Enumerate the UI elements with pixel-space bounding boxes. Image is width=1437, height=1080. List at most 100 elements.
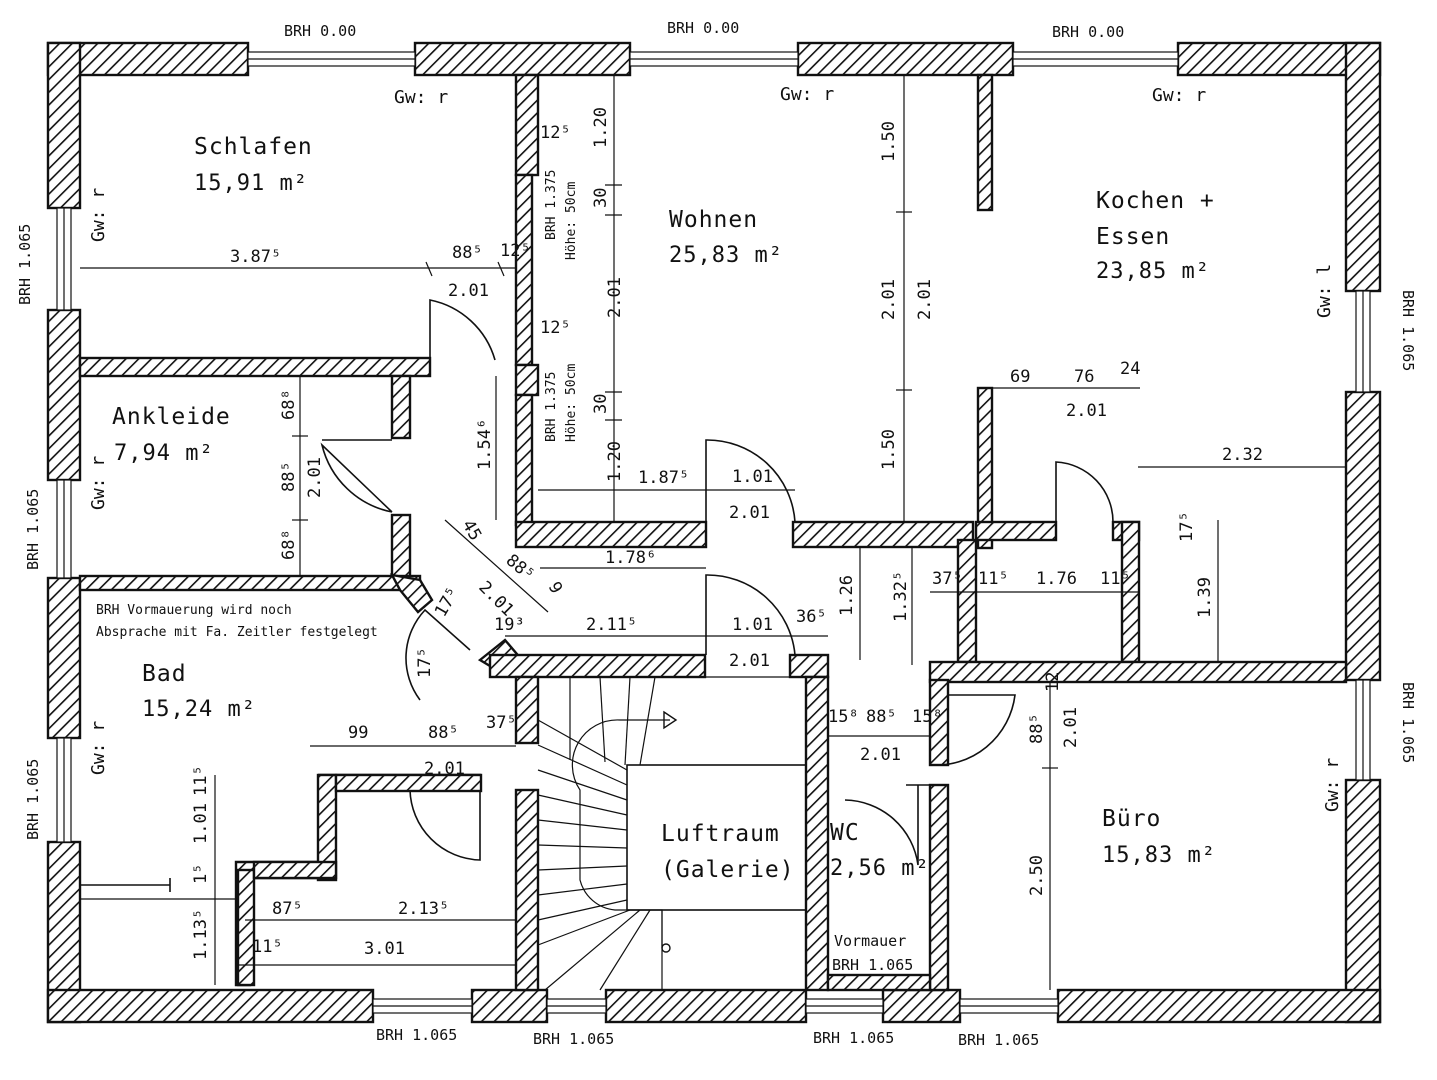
dim-label: 1.39	[1195, 577, 1215, 618]
brh-top-3: BRH 0.00	[1052, 23, 1124, 41]
room-luftraum-name: Luftraum	[661, 821, 780, 847]
dim-label: 1.01	[732, 615, 773, 635]
dim-label: 1.13⁵	[191, 909, 211, 960]
dim-label: 2.01	[729, 503, 770, 523]
dim-label: 3.87⁵	[230, 247, 281, 267]
room-schlafen-name: Schlafen	[194, 134, 313, 160]
dim-label: 88⁵	[1027, 713, 1047, 744]
wall-hoehe-note-1: Höhe: 50cm	[564, 182, 579, 260]
dim-label: 12	[1043, 672, 1063, 692]
dim-label: 2.13⁵	[398, 899, 449, 919]
gw-buero-right: Gw: r	[1322, 758, 1343, 812]
gw-ankleide-left: Gw: r	[88, 456, 109, 510]
dim-label: 1.54⁶	[475, 419, 495, 470]
room-kochen-name: Kochen +	[1096, 188, 1215, 214]
room-wc-area: 2,56 m²	[830, 856, 930, 881]
dim-label: 19³	[494, 615, 525, 635]
inner-walls	[78, 73, 1348, 992]
windows	[56, 51, 1371, 1014]
room-bad-area: 15,24 m²	[142, 697, 256, 722]
dim-label: 37⁵	[486, 713, 517, 733]
dim-label: 99	[348, 723, 368, 743]
dim-label: 2.01	[1061, 707, 1081, 748]
brh-bottom-2: BRH 1.065	[533, 1030, 614, 1048]
gw-bad-left: Gw: r	[88, 721, 109, 775]
dim-label: 76	[1074, 367, 1094, 387]
dim-label: 2.01	[424, 759, 465, 779]
room-wohnen-name: Wohnen	[669, 207, 758, 233]
dim-label: 1.01	[732, 467, 773, 487]
dim-label: 1.32⁵	[891, 571, 911, 622]
dim-label: 68⁸	[279, 389, 299, 420]
dim-label: 2.01	[879, 279, 899, 320]
brh-left-1: BRH 1.065	[16, 224, 34, 305]
dim-label: 1.20	[605, 441, 625, 482]
room-ankleide-name: Ankleide	[112, 404, 231, 430]
wall-brh-note-1: BRH 1.375	[544, 170, 559, 240]
brh-bottom-3: BRH 1.065	[813, 1029, 894, 1047]
dim-label: 2.01	[860, 745, 901, 765]
dim-label: 2.01	[915, 279, 935, 320]
dim-label: 87⁵	[272, 899, 303, 919]
gw-wohnen-top: Gw: r	[780, 84, 834, 105]
dim-label: 36⁵	[796, 607, 827, 627]
dim-label: 1.87⁵	[638, 468, 689, 488]
dim-label: 1.50	[879, 429, 899, 470]
brh-bottom-1: BRH 1.065	[376, 1026, 457, 1044]
dim-label: 69	[1010, 367, 1030, 387]
dim-label: 68⁸	[279, 529, 299, 560]
dim-label: 1⁵	[191, 864, 211, 884]
bad-note-line2: Absprache mit Fa. Zeitler festgelegt	[96, 625, 378, 640]
dim-label: 11⁵	[191, 765, 211, 796]
dim-label: 88⁵	[452, 243, 483, 263]
room-galerie-name: (Galerie)	[661, 857, 795, 883]
dim-label: 12⁵	[540, 123, 571, 143]
brh-right-2: BRH 1.065	[1399, 682, 1417, 763]
room-ankleide-area: 7,94 m²	[114, 441, 214, 466]
dim-label: 12⁵	[500, 241, 531, 261]
dim-label: 17⁵	[415, 647, 435, 678]
brh-left-2: BRH 1.065	[24, 489, 42, 570]
room-bad-name: Bad	[142, 661, 187, 687]
dim-label: 1.50	[879, 121, 899, 162]
wc-vormauer-brh: BRH 1.065	[832, 956, 913, 974]
gw-schlafen-top: Gw: r	[394, 87, 448, 108]
dim-label: 88⁵	[502, 551, 538, 586]
wc-vormauer-label: Vormauer	[834, 932, 906, 950]
dim-label: 2.01	[729, 651, 770, 671]
dim-label: 1.26	[837, 575, 857, 616]
dim-label: 15⁸	[912, 707, 943, 727]
room-wohnen-area: 25,83 m²	[669, 243, 783, 268]
dim-label: 2.11⁵	[586, 615, 637, 635]
dim-label: 2.32	[1222, 445, 1263, 465]
dim-label: 45	[458, 517, 486, 545]
brh-bottom-4: BRH 1.065	[958, 1031, 1039, 1049]
dimension-lines	[80, 75, 1346, 990]
room-buero-area: 15,83 m²	[1102, 843, 1216, 868]
dim-label: 17⁵	[431, 584, 464, 621]
dim-label: 17⁵	[1177, 511, 1197, 542]
dim-label: 2.01	[1066, 401, 1107, 421]
room-schlafen-area: 15,91 m²	[194, 171, 308, 196]
brh-right-1: BRH 1.065	[1399, 290, 1417, 371]
dim-label: 1.76	[1036, 569, 1077, 589]
dim-label: 9	[544, 579, 566, 598]
dim-label: 11⁵	[1100, 569, 1131, 589]
gw-kochen-right: Gw: l	[1314, 264, 1335, 318]
dim-label: 24	[1120, 359, 1140, 379]
brh-top-2: BRH 0.00	[667, 19, 739, 37]
dim-label: 11⁵	[252, 937, 283, 957]
dim-label: 15⁸	[828, 707, 859, 727]
staircase	[537, 676, 807, 991]
dim-label: 3.01	[364, 939, 405, 959]
gw-schlafen-left: Gw: r	[88, 188, 109, 242]
gw-kochen-top: Gw: r	[1152, 85, 1206, 106]
outer-walls	[46, 41, 1382, 1024]
dimension-labels: 3.87⁵ 88⁵ 12⁵ 2.01 12⁵ 12⁵ 1.20 30 2.01 …	[191, 107, 1263, 960]
dim-label: 2.01	[605, 277, 625, 318]
dim-label: 88⁵	[428, 723, 459, 743]
dim-label: 2.50	[1027, 855, 1047, 896]
room-kochen-area: 23,85 m²	[1096, 259, 1210, 284]
dim-label: 11⁵	[978, 569, 1009, 589]
dim-label: 2.01	[305, 457, 325, 498]
